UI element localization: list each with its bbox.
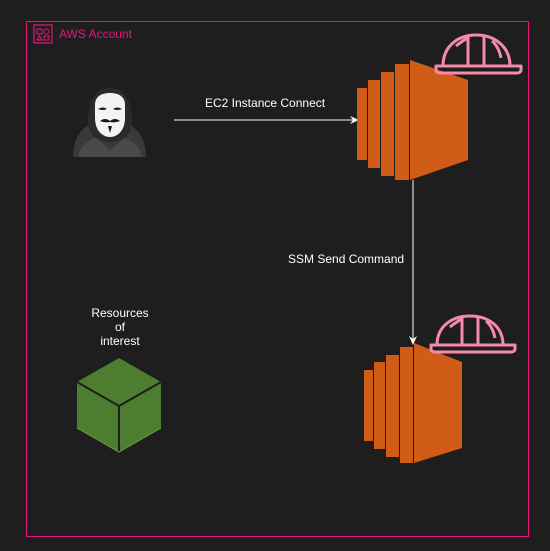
resources-label-line: Resources <box>91 306 149 320</box>
aws-account-header: AWS Account <box>33 23 132 45</box>
ec2-instance-icon <box>364 343 462 463</box>
ec2-instance-icon <box>357 60 468 180</box>
helmet-icon <box>429 314 517 354</box>
aws-account-label: AWS Account <box>59 27 132 41</box>
helmet-icon <box>434 33 523 75</box>
resources-label-line: of <box>114 320 125 334</box>
hacker-icon <box>73 88 146 157</box>
ssm-send-command-label: SSM Send Command <box>288 252 405 266</box>
aws-account-boundary <box>26 21 529 537</box>
aws-account-icon <box>33 24 53 44</box>
resource-cube-icon <box>76 358 162 453</box>
resources-label-line: interest <box>100 334 140 348</box>
resources-of-interest-label: Resources of interest <box>80 306 160 348</box>
ec2-instance-connect-label: EC2 Instance Connect <box>205 96 326 110</box>
